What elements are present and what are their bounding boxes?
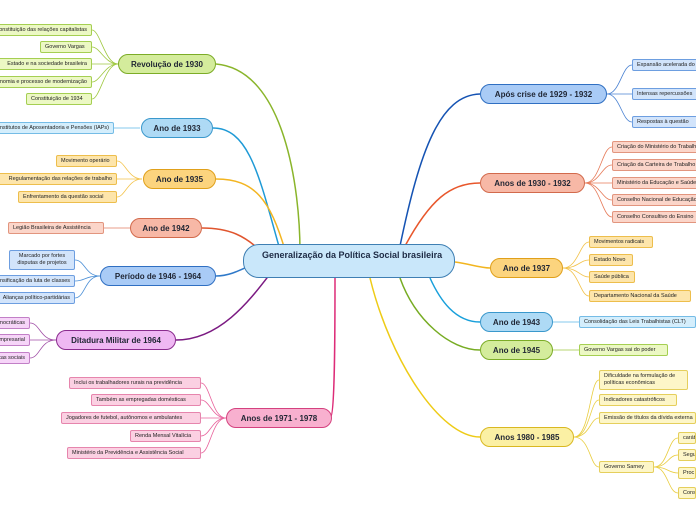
leaf-links-1930 xyxy=(584,146,613,218)
topic-ano-1942[interactable]: Ano de 1942 xyxy=(130,218,202,238)
subtopic-revolucao-1930-5[interactable]: Constituição de 1934 xyxy=(26,93,92,105)
topic-ano-1933[interactable]: Ano de 1933 xyxy=(141,118,213,138)
subtopic-periodo-1946-1[interactable]: Marcado por fortes disputas de projetos xyxy=(9,250,75,270)
subtopic-anos-1971-3[interactable]: Jogadores de futebol, autônomos e ambula… xyxy=(61,412,201,424)
subtopic-anos-1980-1[interactable]: Dificuldade na formulação de políticas e… xyxy=(599,370,688,390)
link-ano-1943 xyxy=(429,277,481,323)
subtopic-anos-1971-5[interactable]: Ministério da Previdência e Assistência … xyxy=(67,447,201,459)
subtopic-anos-1930-4[interactable]: Conselho Nacional de Educação xyxy=(612,194,696,206)
subtopic-anos-1980-2[interactable]: Indicadores catastróficos xyxy=(599,394,677,406)
topic-ano-1935[interactable]: Ano de 1935 xyxy=(143,169,216,189)
subtopic-apos-crise-3[interactable]: Respostas à questão xyxy=(632,116,696,128)
topic-apos-crise-1929-1932[interactable]: Após crise de 1929 - 1932 xyxy=(480,84,607,104)
subtopic-ano-1943-1[interactable]: Consolidação das Leis Trabalhistas (CLT) xyxy=(579,316,696,328)
topic-anos-1971-1978[interactable]: Anos de 1971 - 1978 xyxy=(226,408,332,428)
leaf-links-1937 xyxy=(562,241,590,297)
subtopic-ano-1937-4[interactable]: Departamento Nacional da Saúde xyxy=(589,290,691,302)
subtopic-sarney-4[interactable]: Cons xyxy=(678,487,696,499)
subtopic-revolucao-1930-1[interactable]: Constituição das relações capitalistas xyxy=(0,24,92,36)
link-apos-crise xyxy=(399,93,481,247)
subtopic-ano-1937-3[interactable]: Saúde pública xyxy=(589,271,635,283)
subtopic-ano-1942-1[interactable]: Legião Brasileira de Assistência xyxy=(8,222,104,234)
leaf-links-1971 xyxy=(200,382,227,454)
subtopic-anos-1980-3[interactable]: Emissão de títulos da dívida externa xyxy=(599,412,696,424)
topic-anos-1980-1985[interactable]: Anos 1980 - 1985 xyxy=(480,427,574,447)
subtopic-ano-1937-2[interactable]: Estado Novo xyxy=(589,254,633,266)
subtopic-ano-1935-3[interactable]: Enfrentamento da questão social xyxy=(18,191,117,203)
subtopic-ano-1935-1[interactable]: Movimento operário xyxy=(56,155,117,167)
link-anos-1971 xyxy=(329,277,336,419)
subtopic-governo-sarney[interactable]: Governo Sarney xyxy=(599,461,654,473)
subtopic-apos-crise-1[interactable]: Expansão acelerada do xyxy=(632,59,696,71)
subtopic-anos-1971-1[interactable]: Inclui os trabalhadores rurais na previd… xyxy=(69,377,201,389)
subtopic-revolucao-1930-3[interactable]: Estado e na sociedade brasileira xyxy=(0,58,92,70)
subtopic-sarney-3[interactable]: Proc xyxy=(678,467,696,479)
subtopic-ano-1933-1[interactable]: Institutos de Aposentadoria e Pensões (I… xyxy=(0,122,114,134)
link-ano-1933 xyxy=(212,127,281,251)
topic-ano-1945[interactable]: Ano de 1945 xyxy=(480,340,553,360)
topic-ano-1937[interactable]: Ano de 1937 xyxy=(490,258,563,278)
subtopic-ditadura-1964-1[interactable]: Instituições democráticas xyxy=(0,317,30,329)
leaf-links-1964 xyxy=(29,322,57,359)
subtopic-sarney-2[interactable]: Seguro xyxy=(678,449,696,461)
link-ano-1945 xyxy=(399,277,481,351)
subtopic-anos-1971-2[interactable]: Também as empregadas domésticas xyxy=(91,394,201,406)
topic-revolucao-1930[interactable]: Revolução de 1930 xyxy=(118,54,216,74)
leaf-links-1980 xyxy=(573,379,679,494)
link-anos-1930 xyxy=(404,182,481,247)
topic-periodo-1946-1964[interactable]: Período de 1946 - 1964 xyxy=(100,266,216,286)
leaf-links-1946 xyxy=(74,259,101,299)
subtopic-anos-1971-4[interactable]: Renda Mensal Vitalícia xyxy=(130,430,201,442)
subtopic-ano-1945-1[interactable]: Governo Vargas sai do poder xyxy=(579,344,668,356)
topic-ditadura-1964[interactable]: Ditadura Militar de 1964 xyxy=(56,330,176,350)
link-revolucao-1930 xyxy=(215,63,301,253)
subtopic-anos-1930-5[interactable]: Conselho Consultivo do Ensino xyxy=(612,211,696,223)
subtopic-sarney-1[interactable]: caráter xyxy=(678,432,696,444)
leaf-links-revolucao xyxy=(91,29,119,100)
subtopic-ditadura-1964-2[interactable]: Empresarial xyxy=(0,334,30,346)
topic-anos-1930-1932[interactable]: Anos de 1930 - 1932 xyxy=(480,173,585,193)
central-topic[interactable]: Generalização da Política Social brasile… xyxy=(243,244,455,278)
subtopic-anos-1930-1[interactable]: Criação do Ministério do Trabalho xyxy=(612,141,696,153)
subtopic-anos-1930-3[interactable]: Ministério da Educação e Saúde xyxy=(612,177,696,189)
link-anos-1980 xyxy=(369,277,481,438)
subtopic-revolucao-1930-2[interactable]: Governo Vargas xyxy=(40,41,92,53)
link-ano-1937 xyxy=(454,261,491,269)
subtopic-anos-1930-2[interactable]: Criação da Carteira de Trabalho xyxy=(612,159,696,171)
leaf-links-1935 xyxy=(116,160,143,198)
subtopic-ano-1937-1[interactable]: Movimentos radicais xyxy=(589,236,653,248)
subtopic-periodo-1946-3[interactable]: Alianças político-partidárias xyxy=(0,292,75,304)
link-ano-1935 xyxy=(215,178,286,251)
link-ditadura-1964 xyxy=(175,273,271,341)
subtopic-periodo-1946-2[interactable]: Intensificação da luta de classes xyxy=(0,275,75,287)
topic-ano-1943[interactable]: Ano de 1943 xyxy=(480,312,553,332)
subtopic-revolucao-1930-4[interactable]: Economia e processo de modernização xyxy=(0,76,92,88)
leaf-links-apos-crise xyxy=(606,64,633,123)
subtopic-apos-crise-2[interactable]: Intensas repercussões xyxy=(632,88,696,100)
subtopic-ditadura-1964-3[interactable]: Políticas sociais xyxy=(0,352,30,364)
subtopic-ano-1935-2[interactable]: Regulamentação das relações de trabalho xyxy=(0,173,117,185)
